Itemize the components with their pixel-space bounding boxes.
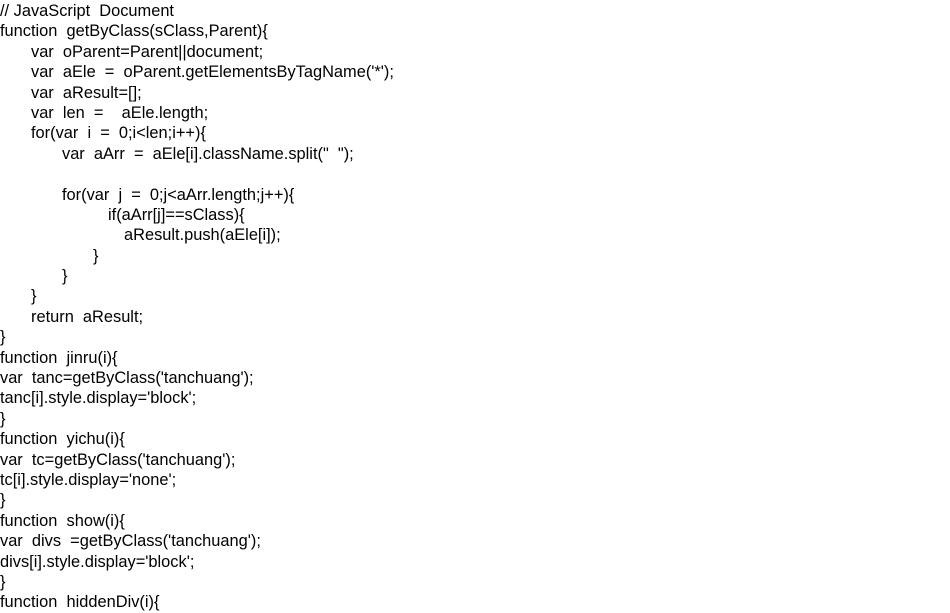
code-line: function yichu(i){ bbox=[0, 430, 125, 449]
code-line: function jinru(i){ bbox=[0, 348, 118, 367]
code-line: var aEle = oParent.getElementsByTagName(… bbox=[31, 63, 394, 82]
code-line: } bbox=[31, 287, 37, 306]
code-line: } bbox=[0, 409, 6, 428]
code-line: var divs =getByClass('tanchuang'); bbox=[0, 532, 261, 551]
code-line: for(var i = 0;i<len;i++){ bbox=[31, 124, 206, 143]
code-line: function getByClass(sClass,Parent){ bbox=[0, 22, 268, 41]
code-line bbox=[0, 164, 394, 184]
code-listing: // JavaScript Document function getByClas… bbox=[0, 1, 394, 613]
code-line: } bbox=[0, 328, 6, 347]
code-line: var aResult=[]; bbox=[31, 83, 142, 102]
code-line: } bbox=[62, 267, 68, 286]
code-line: // JavaScript Document bbox=[0, 2, 174, 20]
code-line: if(aArr[j]==sClass){ bbox=[108, 205, 245, 224]
code-line: function hiddenDiv(i){ bbox=[0, 593, 160, 612]
code-line: tanc[i].style.display='block'; bbox=[0, 389, 197, 408]
code-line: divs[i].style.display='block'; bbox=[0, 552, 195, 571]
code-line: return aResult; bbox=[31, 307, 144, 326]
code-line: var aArr = aEle[i].className.split(" "); bbox=[62, 144, 354, 163]
code-line: var tc=getByClass('tanchuang'); bbox=[0, 450, 236, 469]
code-line: } bbox=[0, 491, 6, 510]
code-line: aResult.push(aEle[i]); bbox=[124, 226, 281, 245]
code-line: var oParent=Parent||document; bbox=[31, 42, 264, 61]
code-line: for(var j = 0;j<aArr.length;j++){ bbox=[62, 185, 295, 204]
code-line: tc[i].style.display='none'; bbox=[0, 470, 177, 489]
code-line: } bbox=[0, 572, 6, 591]
code-line: function show(i){ bbox=[0, 511, 125, 530]
code-line: var len = aEle.length; bbox=[31, 103, 209, 122]
code-line: var tanc=getByClass('tanchuang'); bbox=[0, 369, 254, 388]
code-line: } bbox=[93, 246, 99, 265]
